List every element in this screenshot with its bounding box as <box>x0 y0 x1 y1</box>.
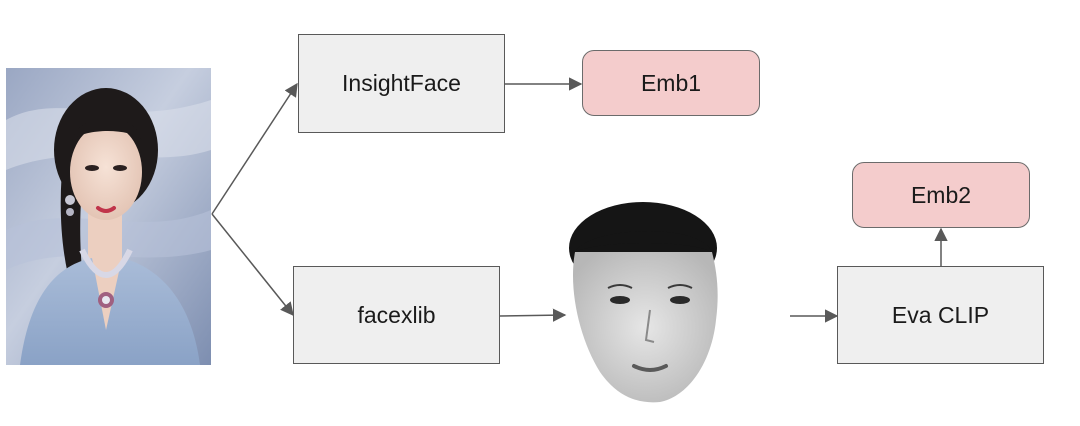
eva-clip-node: Eva CLIP <box>837 266 1044 364</box>
facexlib-label: facexlib <box>357 301 436 328</box>
emb2-label: Emb2 <box>910 181 972 208</box>
edge-photo-to-facexlib <box>211 213 294 317</box>
input-portrait-image <box>6 68 211 365</box>
facexlib-node: facexlib <box>293 266 500 364</box>
edge-photo-to-insightface <box>211 82 298 215</box>
emb1-node: Emb1 <box>582 50 760 116</box>
face-crop-image <box>569 202 718 403</box>
edge-facexlib-to-facecrop <box>499 308 567 322</box>
insightface-node: InsightFace <box>298 34 505 133</box>
insightface-label: InsightFace <box>342 70 461 96</box>
emb1-label: Emb1 <box>640 69 702 96</box>
eva-clip-label: Eva CLIP <box>891 301 990 328</box>
emb2-node: Emb2 <box>852 162 1030 228</box>
